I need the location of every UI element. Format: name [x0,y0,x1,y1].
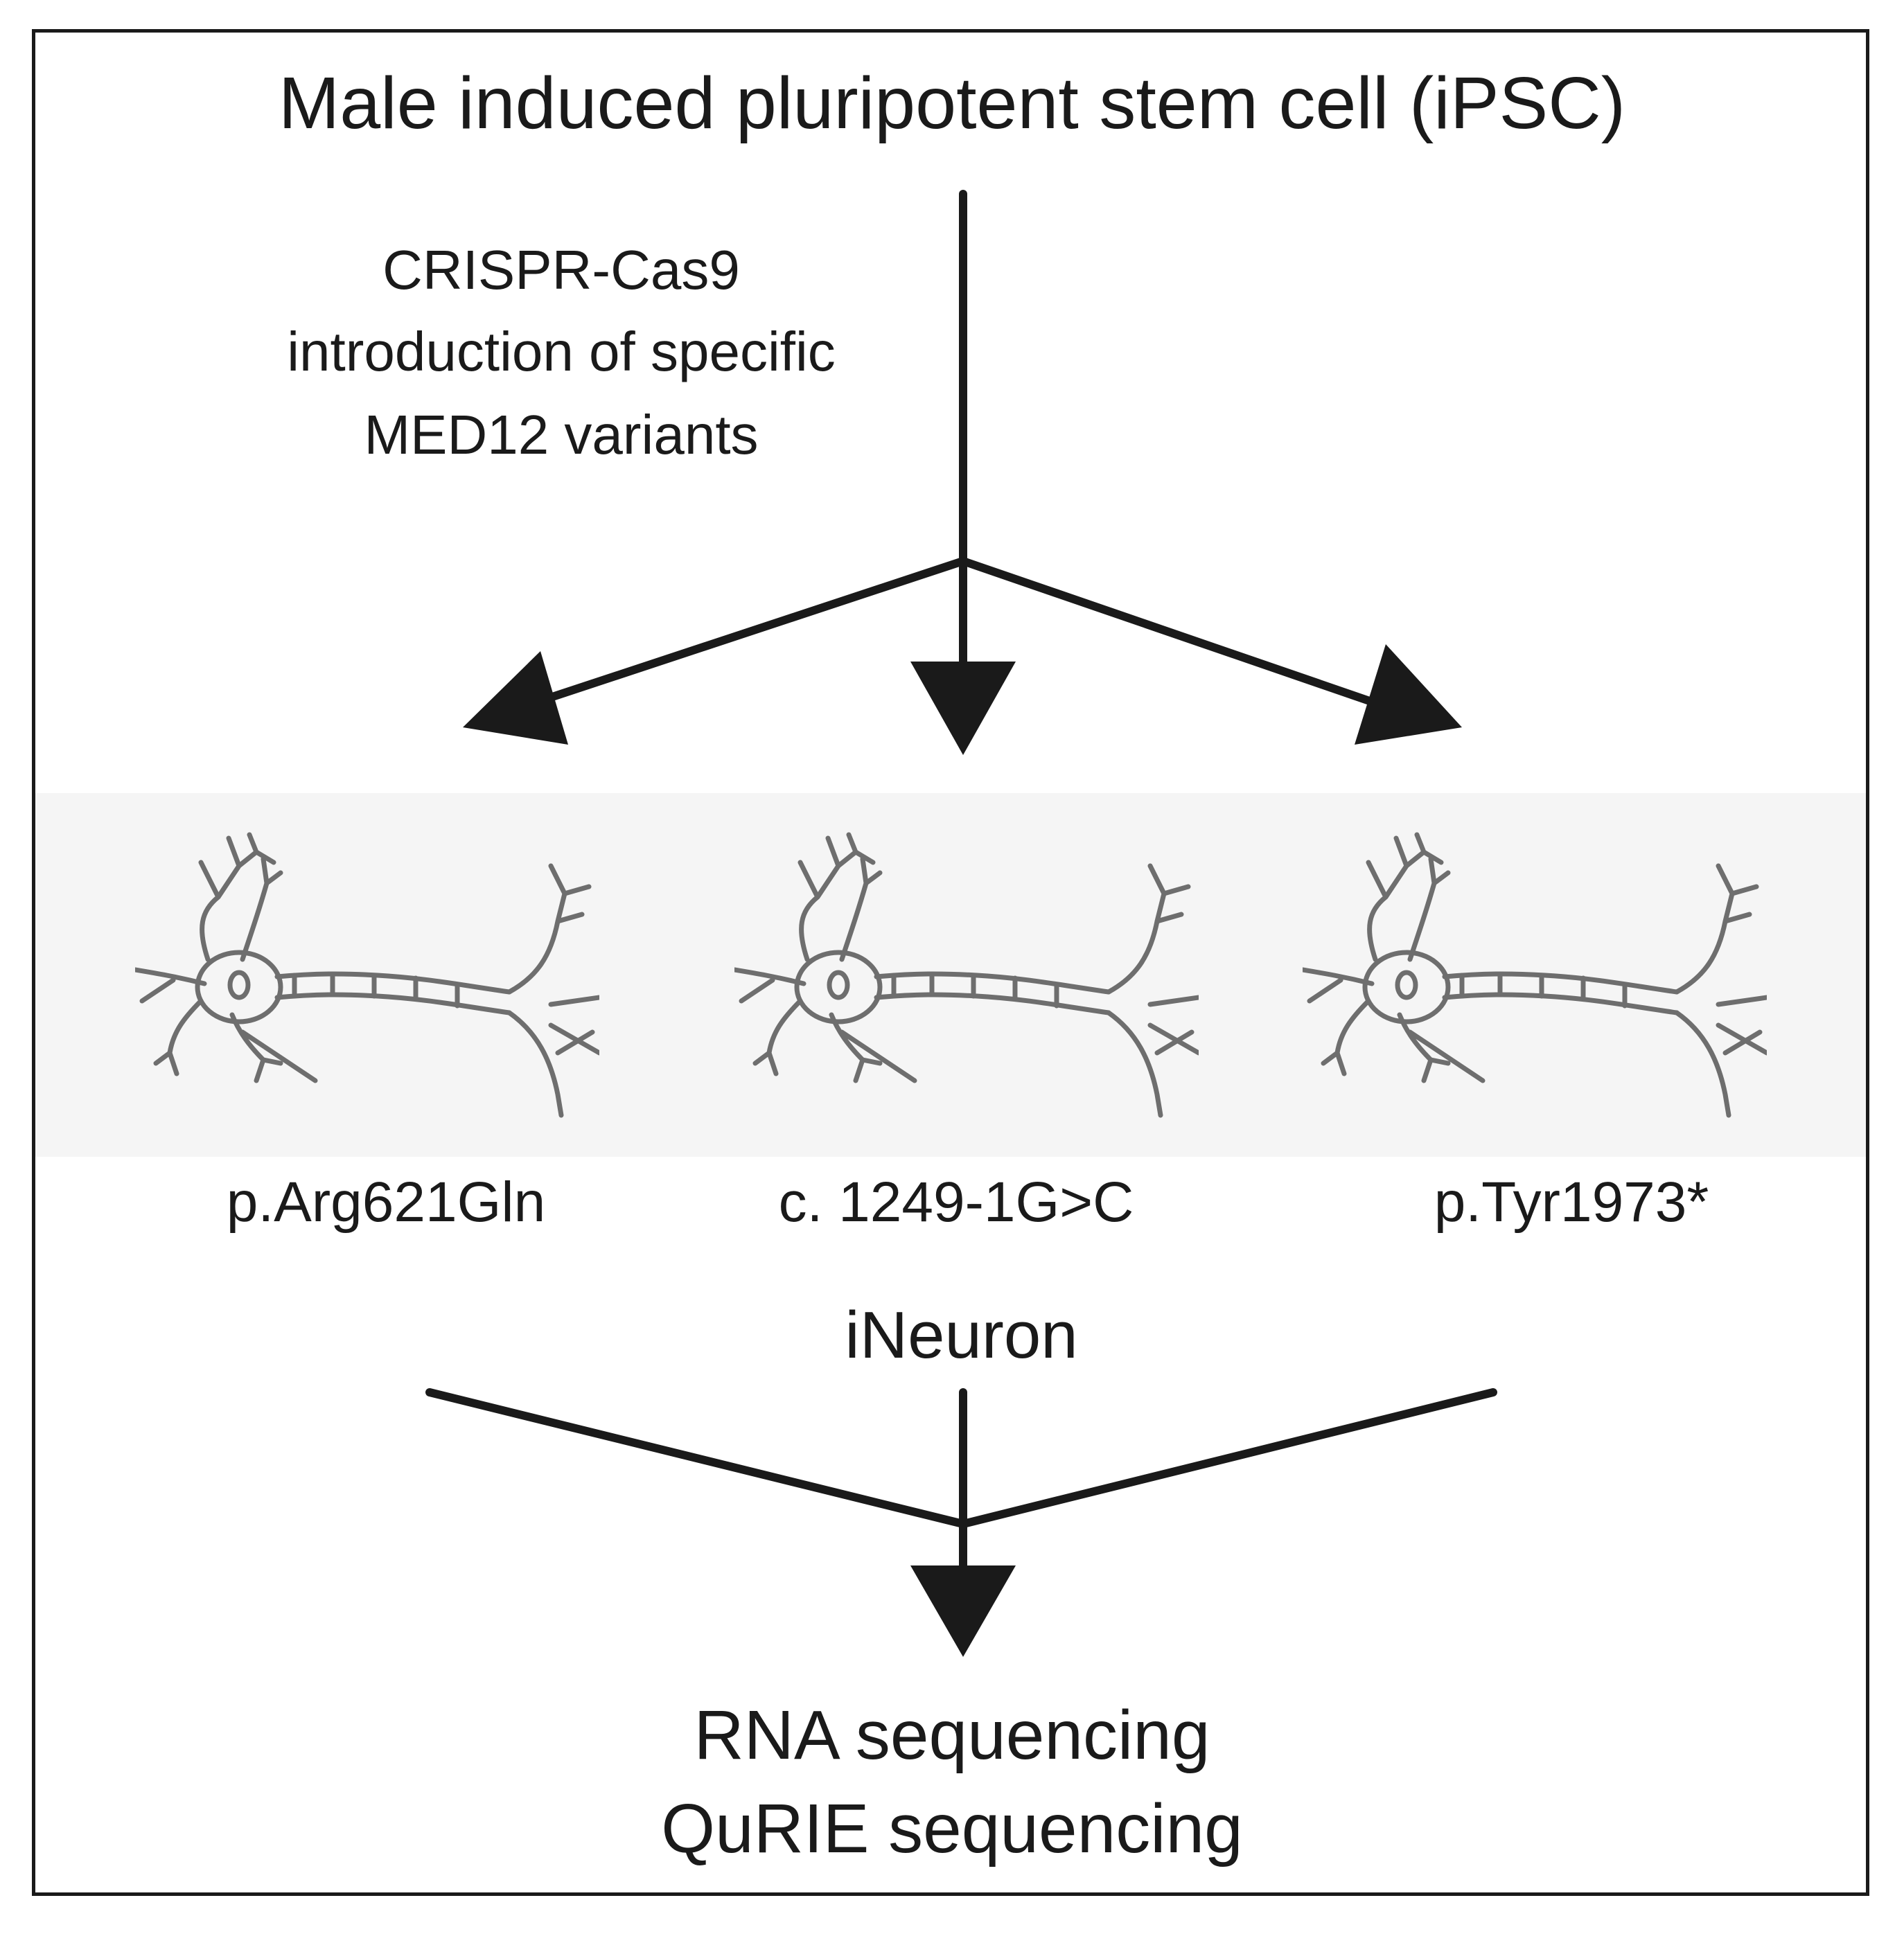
output-qurie-sequencing: QuRIE sequencing [661,1790,1243,1868]
arrowhead-left [463,651,568,745]
diagram-title: Male induced pluripotent stem cell (iPSC… [278,62,1626,144]
neuron-icon [734,832,1199,1118]
cell-type-label: iNeuron [845,1298,1078,1372]
merge-line-left [425,1388,967,1528]
output-rna-sequencing: RNA sequencing [694,1696,1210,1774]
crispr-label-line-2: introduction of specific [287,321,836,382]
branch-line-left [529,557,967,707]
crispr-label-line-3: MED12 variants [364,404,759,465]
crispr-label-line-1: CRISPR-Cas9 [382,239,740,301]
variant-label-tyr1973: p.Tyr1973* [1434,1171,1709,1234]
variant-label-c1249: c. 1249-1G>C [778,1171,1134,1234]
arrowhead-center [910,662,1016,755]
merge-line-right [959,1388,1497,1528]
variant-label-arg621gln: p.Arg621Gln [226,1171,546,1234]
arrowhead-output [910,1565,1016,1657]
branch-line-right [959,557,1390,711]
arrowhead-right [1355,644,1462,745]
neuron-icon [135,832,599,1118]
neuron-icon [1303,832,1767,1118]
